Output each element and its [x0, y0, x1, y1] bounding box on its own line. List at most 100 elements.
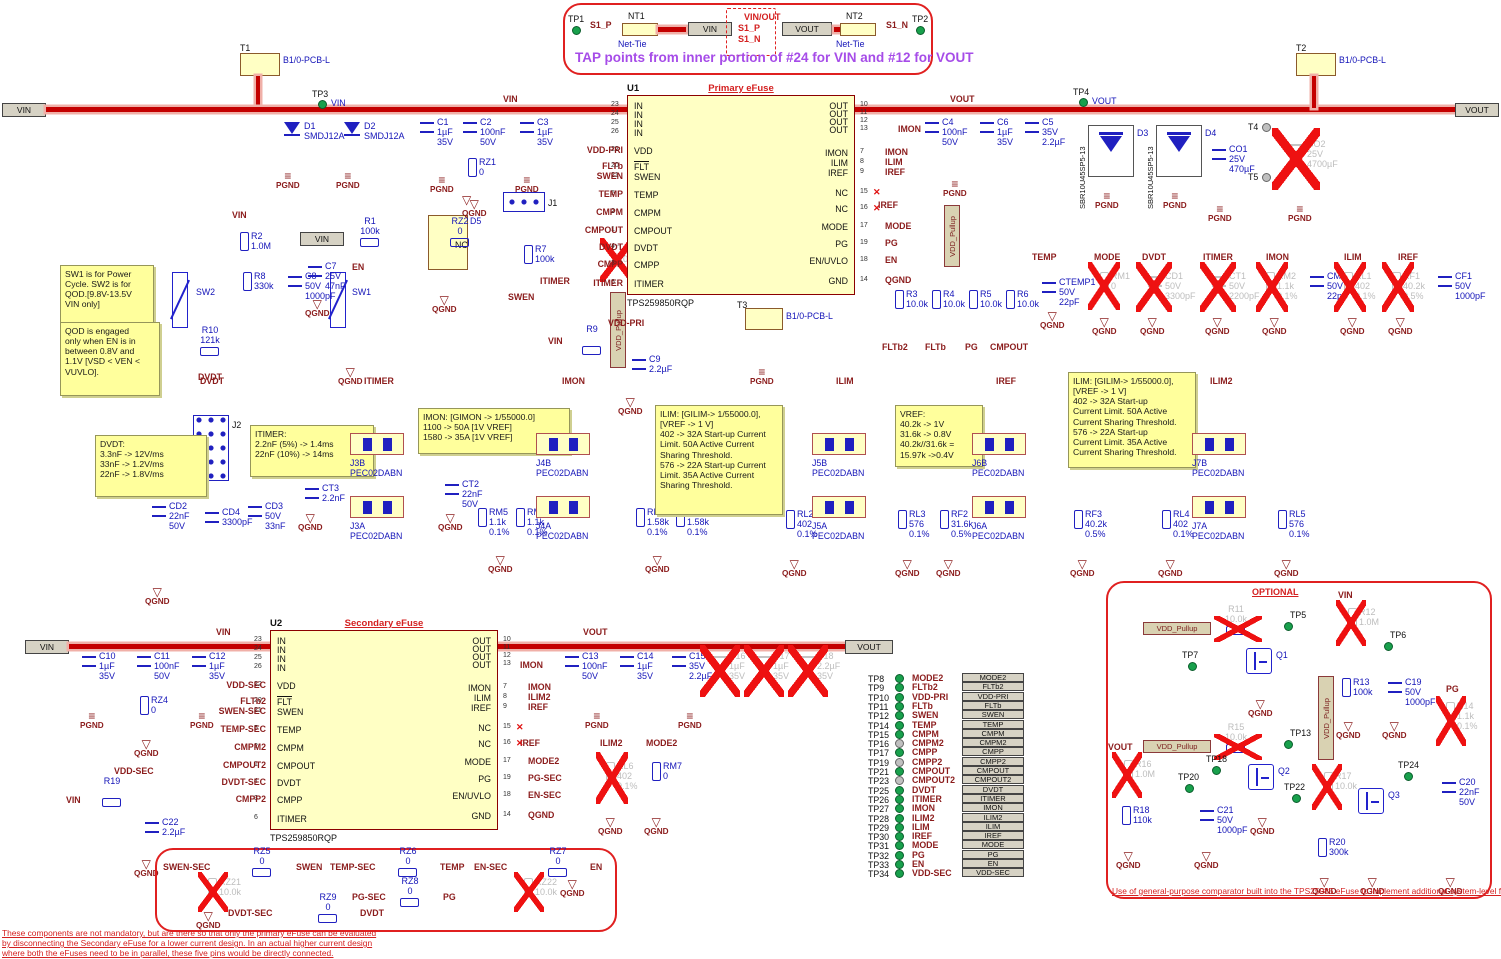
j6b[interactable]: [972, 433, 1026, 455]
tp-port-TP23[interactable]: CMPOUT2: [962, 775, 1024, 785]
tp-dot-TP31[interactable]: [895, 841, 904, 851]
tp-dot-TP21[interactable]: [895, 767, 904, 776]
tp-dot-TP11[interactable]: [895, 701, 904, 711]
c19[interactable]: C19 50V 1000pF: [1388, 677, 1436, 708]
d2[interactable]: D2 SMDJ12A: [344, 121, 405, 144]
j4a[interactable]: [536, 496, 590, 518]
tp-dot-TP27[interactable]: [895, 804, 904, 814]
c3[interactable]: C3 1µF 35V: [520, 117, 553, 148]
ct3[interactable]: CT3 2.2nF: [305, 483, 345, 504]
r4[interactable]: R4 10.0k: [932, 289, 965, 310]
t5[interactable]: [1262, 173, 1271, 182]
nt2-box[interactable]: [840, 23, 876, 36]
t2[interactable]: [1296, 53, 1336, 76]
c13[interactable]: C13 100nF 50V: [565, 651, 608, 682]
c7[interactable]: C7 25V 47nF: [308, 261, 346, 292]
r18[interactable]: R18 110k: [1122, 805, 1152, 826]
tp-dot-TP10[interactable]: [895, 692, 904, 702]
tp-dot-TP33[interactable]: [895, 860, 904, 869]
j3b[interactable]: [350, 433, 404, 455]
vout-port-sec[interactable]: VOUT: [845, 640, 893, 654]
tp-dot-TP8[interactable]: [895, 674, 904, 683]
ic-U2[interactable]: [270, 630, 498, 830]
j5b[interactable]: [812, 433, 866, 455]
tp-port-TP12[interactable]: SWEN: [962, 710, 1024, 720]
tp5[interactable]: [1284, 622, 1293, 631]
d3[interactable]: [1088, 125, 1134, 177]
c11[interactable]: C11 100nF 50V: [137, 651, 180, 682]
j5a[interactable]: [812, 496, 866, 518]
q3[interactable]: [1358, 788, 1384, 814]
c6[interactable]: C6 1µF 35V: [980, 117, 1013, 148]
tp20[interactable]: [1185, 784, 1194, 793]
d1[interactable]: D1 SMDJ12A: [284, 121, 345, 144]
vin-port-main[interactable]: VIN: [2, 103, 46, 117]
r2[interactable]: R2 1.0M: [240, 231, 271, 252]
tp6[interactable]: [1384, 642, 1393, 651]
j4b[interactable]: [536, 433, 590, 455]
tp-dot-TP23[interactable]: [895, 776, 904, 786]
rl2[interactable]: RL2 402 0.1%: [786, 509, 818, 540]
cd3[interactable]: CD3 50V 33nF: [248, 501, 286, 532]
d4[interactable]: [1156, 125, 1202, 177]
j7a[interactable]: [1192, 496, 1246, 518]
rl5[interactable]: RL5 576 0.1%: [1278, 509, 1310, 540]
c22[interactable]: C22 2.2µF: [145, 817, 185, 838]
t3[interactable]: [745, 308, 783, 330]
d5-box[interactable]: [428, 215, 468, 270]
r7[interactable]: R7 100k: [524, 244, 555, 265]
tp-port-TP11[interactable]: FLTb: [962, 700, 1024, 710]
j6a[interactable]: [972, 496, 1026, 518]
rz1[interactable]: RZ1 0: [468, 157, 496, 178]
tp-port-TP33[interactable]: EN: [962, 859, 1024, 868]
r5[interactable]: R5 10.0k: [969, 289, 1002, 310]
nt1-box[interactable]: [622, 23, 658, 36]
tp-port-TP34[interactable]: VDD-SEC: [962, 868, 1024, 878]
c10[interactable]: C10 1µF 35V: [82, 651, 116, 682]
rl4[interactable]: RL4 402 0.1%: [1162, 509, 1194, 540]
rf2[interactable]: RF2 31.6k 0.5%: [940, 509, 973, 540]
tp-dot-TP28[interactable]: [895, 813, 904, 823]
tp-port-TP17[interactable]: CMPP: [962, 747, 1024, 757]
tp-dot-TP29[interactable]: [895, 822, 904, 832]
tp4[interactable]: [1079, 98, 1088, 107]
tp7[interactable]: [1188, 662, 1197, 671]
tp-dot-TP9[interactable]: [895, 683, 904, 693]
ctemp1[interactable]: CTEMP1 50V 22pF: [1042, 277, 1096, 308]
tp-port-TP31[interactable]: MODE: [962, 840, 1024, 850]
ic-U1[interactable]: [627, 95, 855, 295]
c5[interactable]: C5 35V 2.2µF: [1025, 117, 1065, 148]
tp-port-TP15[interactable]: CMPM: [962, 728, 1024, 738]
rm5[interactable]: RM5 1.1k 0.1%: [478, 507, 510, 538]
tp24[interactable]: [1404, 772, 1413, 781]
sw1[interactable]: [330, 272, 346, 328]
tp2[interactable]: [916, 26, 925, 35]
q1[interactable]: [1246, 648, 1272, 674]
vin-port-sec[interactable]: VIN: [25, 640, 69, 654]
tp-dot-TP34[interactable]: [895, 869, 904, 879]
r20[interactable]: R20 300k: [1318, 837, 1349, 858]
vin-tap-port[interactable]: VIN: [688, 22, 732, 36]
j1[interactable]: [503, 192, 545, 212]
rz4[interactable]: RZ4 0: [140, 695, 168, 716]
r6[interactable]: R6 10.0k: [1006, 289, 1039, 310]
tp13[interactable]: [1284, 740, 1293, 749]
c12[interactable]: C12 1µF 35V: [192, 651, 226, 682]
q2[interactable]: [1248, 764, 1274, 790]
r8[interactable]: R8 330k: [243, 271, 274, 292]
j3a[interactable]: [350, 496, 404, 518]
r13[interactable]: R13 100k: [1342, 677, 1373, 698]
c14[interactable]: C14 1µF 35V: [620, 651, 654, 682]
tp-port-TP32[interactable]: PG: [962, 849, 1024, 859]
tp-dot-TP19[interactable]: [895, 757, 904, 767]
sw2[interactable]: [172, 272, 188, 328]
rm7[interactable]: RM7 0: [652, 761, 682, 782]
tp-dot-TP26[interactable]: [895, 794, 904, 804]
tp-port-TP9[interactable]: FLTb2: [962, 682, 1024, 692]
tp-port-TP30[interactable]: IREF: [962, 831, 1024, 841]
tp-dot-TP15[interactable]: [895, 729, 904, 739]
c2[interactable]: C2 100nF 50V: [463, 117, 506, 148]
tp-dot-TP16[interactable]: [895, 739, 904, 749]
tp-dot-TP32[interactable]: [895, 850, 904, 860]
tp-port-TP10[interactable]: VDD-PRI: [962, 691, 1024, 701]
